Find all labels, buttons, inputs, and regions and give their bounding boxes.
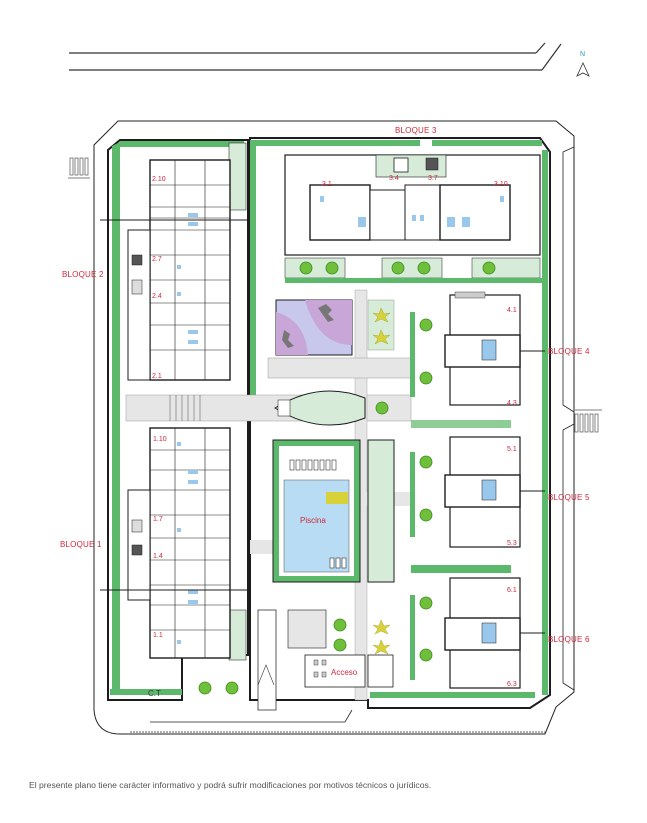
transformer-label: C.T (148, 689, 161, 698)
unit-label: 3.1 (322, 181, 332, 188)
access-label: Acceso (331, 668, 358, 677)
unit-label: 3.7 (428, 175, 438, 182)
bloque-1-building (127, 427, 231, 659)
bloque-1-label: BLOQUE 1 (60, 540, 102, 549)
unit-label: 2.1 (152, 373, 162, 380)
walkway-main (125, 394, 412, 422)
unit-label: 4.1 (507, 307, 517, 314)
crosswalk-left (68, 157, 90, 179)
unit-label: 1.4 (153, 553, 163, 560)
pool-label: Piscina (300, 516, 326, 525)
unit-label: 6.3 (507, 681, 517, 688)
plot-boundary (93, 120, 575, 735)
disclaimer-text: El presente plano tiene carácter informa… (29, 780, 432, 790)
unit-label: 3.4 (389, 175, 399, 182)
bloque-6-label: BLOQUE 6 (548, 635, 590, 644)
unit-label: 1.10 (153, 436, 167, 443)
north-arrow-icon (576, 62, 590, 77)
bloque-5-label: BLOQUE 5 (548, 493, 590, 502)
unit-label: 1.1 (153, 632, 163, 639)
access-building (287, 609, 394, 688)
unit-label: 1.7 (153, 516, 163, 523)
playground-area (275, 299, 353, 356)
pool-area (272, 439, 361, 583)
unit-label: 2.10 (152, 176, 166, 183)
bloque-3-label: BLOQUE 3 (395, 126, 437, 135)
crosswalk-right (574, 409, 602, 433)
unit-label: 2.7 (152, 256, 162, 263)
unit-label: 2.4 (152, 293, 162, 300)
unit-label: 5.1 (507, 446, 517, 453)
bloque-2-building (127, 159, 231, 381)
unit-label: 6.1 (507, 587, 517, 594)
central-plaza (274, 390, 366, 426)
unit-label: 4.3 (507, 400, 517, 407)
tree-icons (198, 261, 496, 695)
unit-label: 5.3 (507, 540, 517, 547)
bloque-2-label: BLOQUE 2 (62, 270, 104, 279)
north-label: N (580, 51, 586, 58)
unit-label: 3.10 (494, 181, 508, 188)
bloque-3-building (284, 154, 541, 279)
road-top (69, 42, 562, 71)
bloque-4-label: BLOQUE 4 (548, 347, 590, 356)
bloque-5-building (444, 436, 521, 548)
bloque-4-building (444, 291, 521, 406)
bloque-6-building (444, 577, 521, 689)
